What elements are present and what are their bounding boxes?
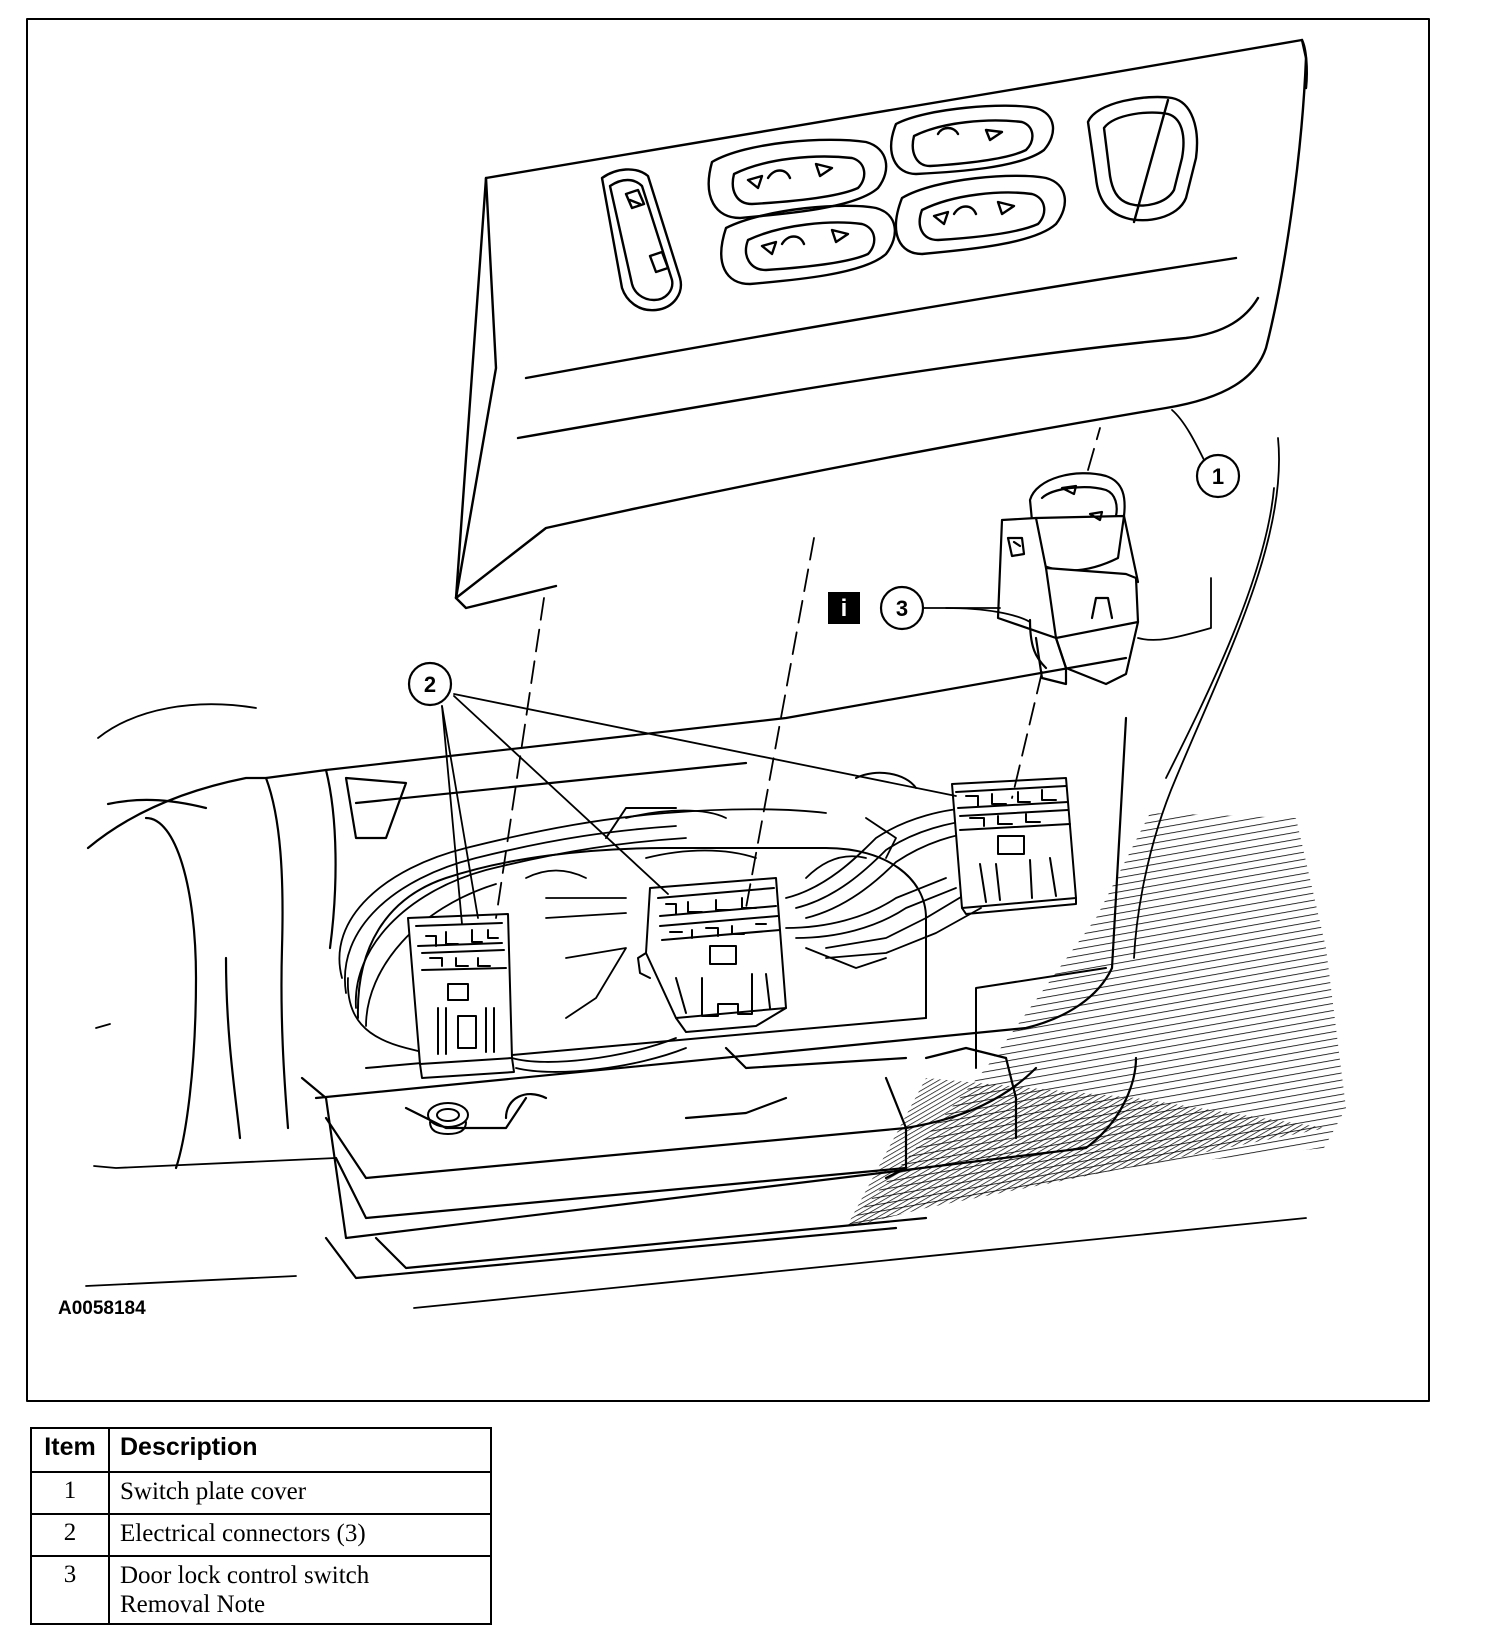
callout-leaders	[441, 409, 1219, 925]
legend-description-line: Door lock control switch	[120, 1562, 370, 1589]
legend-header-row: Item Description	[30, 1427, 492, 1473]
legend-description-line: Switch plate cover	[120, 1478, 307, 1505]
legend-description-line: Electrical connectors (3)	[120, 1520, 366, 1547]
legend-table: Item Description 1 Switch plate cover 2 …	[30, 1427, 492, 1625]
door-switch-diagram: 1 2 3 i A0058184	[26, 18, 1430, 1402]
callout-3-label: 3	[896, 596, 908, 621]
switch-plate-cover	[454, 38, 1308, 610]
legend-header-item: Item	[30, 1427, 110, 1473]
legend-row: 3 Door lock control switch Removal Note	[30, 1555, 492, 1625]
legend-header-description: Description	[108, 1427, 492, 1473]
legend-row: 2 Electrical connectors (3)	[30, 1513, 492, 1557]
legend-item-number: 3	[30, 1555, 110, 1625]
bolt	[427, 1102, 469, 1135]
door-trim-lines	[85, 437, 1307, 1309]
legend-item-description: Electrical connectors (3)	[108, 1513, 492, 1557]
illustration-panel: 1 2 3 i A0058184	[26, 18, 1430, 1402]
electrical-connector-right	[951, 777, 1077, 915]
figure-border	[26, 18, 1430, 1402]
callout-1: 1	[1195, 453, 1241, 499]
door-lock-control-switch	[996, 472, 1140, 686]
info-icon: i	[828, 592, 860, 624]
legend-description-line: Removal Note	[120, 1591, 266, 1618]
wiring-harness	[338, 807, 982, 1073]
legend-row: 1 Switch plate cover	[30, 1471, 492, 1515]
electrical-connector-left	[407, 913, 515, 1079]
legend-item-description: Switch plate cover	[108, 1471, 492, 1515]
legend-item-description: Door lock control switch Removal Note	[108, 1555, 492, 1625]
armrest	[86, 656, 1138, 1280]
legend-item-number: 2	[30, 1513, 110, 1557]
info-icon-glyph: i	[841, 595, 848, 622]
figure-id-label: A0058184	[58, 1298, 146, 1319]
carpet-area	[846, 813, 1346, 1228]
callout-1-label: 1	[1212, 464, 1224, 489]
electrical-connector-middle	[637, 877, 787, 1033]
callout-2-label: 2	[424, 672, 436, 697]
callout-2: 2	[407, 661, 453, 707]
callout-3: 3	[879, 585, 925, 631]
legend-item-number: 1	[30, 1471, 110, 1515]
